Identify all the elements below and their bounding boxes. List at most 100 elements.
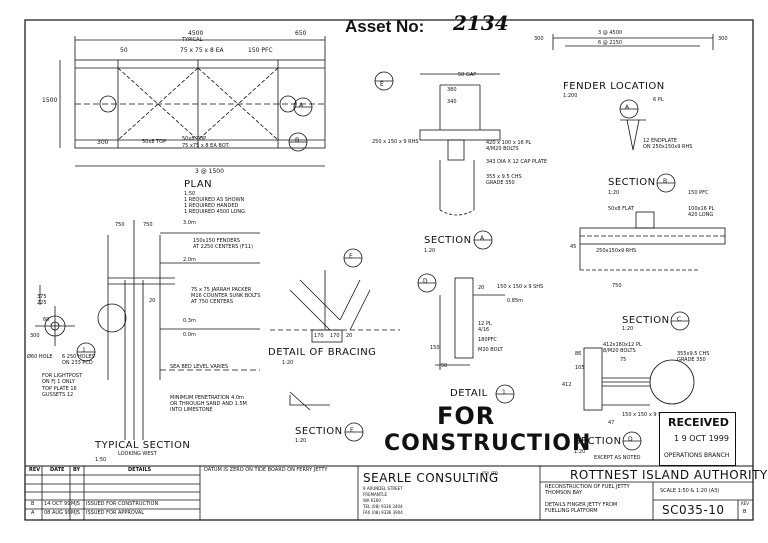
typical-03: 0.3m [183, 318, 196, 324]
typical-light3: TOP PLATE 16 [42, 386, 77, 392]
section-b-45: 45 [570, 244, 577, 250]
section-a-grade: GRADE 350 [486, 180, 515, 186]
received-branch: OPERATIONS BRANCH [664, 452, 730, 459]
plan-dim-1500: 1500 [42, 97, 58, 104]
tb-rev-a-details: ISSUED FOR APPROVAL [86, 510, 145, 516]
typical-light4: GUSSETS 12 [42, 392, 74, 398]
typical-light: FOR LIGHTPOST [42, 373, 83, 379]
section-c-chs: 355x9.5 CHS [677, 351, 710, 357]
asset-label: Asset No: [345, 17, 425, 36]
tb-rev-a: A [31, 510, 35, 516]
tb-drawing: DETAILS FINGER JETTY FROM [545, 502, 618, 508]
fender-marker-a: A [625, 104, 630, 111]
tb-firm-addr-5: FAX (08) 9336 3904 [363, 510, 403, 515]
tb-firm-suffix: PTY LTD [482, 471, 498, 476]
tb-rev-b-details: ISSUED FOR CONSTRUCTION [86, 501, 159, 507]
section-d2-note: EXCEPT AS NOTED [594, 455, 641, 461]
tb-rev-header: REV [29, 467, 41, 473]
stamp-construction: CONSTRUCTION [384, 431, 592, 456]
typical-light2: ON FJ 1 ONLY [42, 379, 75, 385]
plan-note-3: 1 REQUIRED 4500 LONG [184, 209, 246, 215]
typical-title: TYPICAL SECTION [95, 440, 191, 451]
plan-dim-top-sub: TYPICAL [182, 37, 203, 43]
section-d2-marker: D [628, 436, 633, 443]
received-stamp: RECEIVED 1 9 OCT 1999 OPERATIONS BRANCH [659, 412, 736, 466]
section-b-flat: 50x8 FLAT [608, 206, 634, 212]
tb-firm-addr-3: WA 6160 [363, 498, 381, 503]
section-b-scale: 1:20 [608, 190, 620, 196]
plan-dim-bottom: 3 @ 1500 [195, 168, 224, 175]
tb-rev-a-date: 08 AUG 99 [44, 510, 71, 516]
typical-hole: Ø60 HOLE [27, 354, 53, 360]
section-d-marker: D [423, 278, 428, 285]
fender-dim-300-left: 300 [534, 36, 544, 42]
section-e-scale: 1:20 [295, 438, 307, 444]
tb-drawing-number: SC035-10 [662, 503, 725, 517]
section-e-title: SECTION [295, 426, 343, 437]
plan-dim-300: 300 [97, 139, 109, 146]
section-c-bottom: 150 x 150 x 9 SHS [622, 412, 669, 418]
fender-pl: 6 PL [653, 97, 664, 103]
section-d2-title: SECTION [574, 436, 622, 447]
section-e-marker: E [350, 427, 354, 434]
plan-dim-right: 650 [295, 30, 307, 37]
bracing-title: DETAIL OF BRACING [268, 347, 377, 358]
detail-1-marker: 1 [502, 389, 506, 396]
typical-375: 375 [37, 294, 47, 300]
detail-1-title: DETAIL [450, 388, 488, 399]
section-d-shs: 150 x 150 x 9 SHS [497, 284, 544, 290]
section-d-150: 150 [430, 345, 440, 351]
section-b-750: 750 [612, 283, 622, 289]
plan-note-2: 1 REQUIRED HANDED [184, 203, 239, 209]
section-a-rhs: 250 x 150 x 9 RHS [372, 139, 419, 145]
section-c-bolts: 8/M20 BOLTS [603, 348, 636, 354]
tb-by-header: BY [73, 467, 81, 473]
section-c-86: 86 [575, 351, 582, 357]
tb-rev-b: B [31, 501, 35, 507]
tb-rev-a-by: MJS [71, 510, 80, 516]
typical-subtitle: LOOKING WEST [118, 451, 157, 457]
fender-title: FENDER LOCATION [563, 81, 665, 92]
typical-packer2: M16 COUNTER SUNK BOLTS [191, 293, 261, 299]
section-b-pl2: 420 LONG [688, 212, 714, 218]
fender-dim-top: 3 @ 4500 [598, 30, 623, 36]
section-c-105: 105 [575, 365, 585, 371]
bracing-dim-b: 170 [330, 333, 340, 339]
section-a-pl: 420 x 100 x 16 PL [486, 140, 532, 146]
tb-datum-note: DATUM IS ZERO ON TIDE BOARD ON FERRY JET… [204, 467, 328, 473]
tb-rev-b-date: 14 OCT 99 [44, 501, 71, 507]
typical-30: 3.0m [183, 220, 196, 226]
tb-details-header: DETAILS [128, 467, 152, 473]
section-a-bolts: 4/M20 BOLTS [486, 146, 519, 152]
section-a-gap: 50 GAP [458, 72, 477, 78]
typical-750b: 750 [143, 222, 153, 228]
typical-pen2: OR THROUGH SAND AND 1.5M [170, 401, 247, 407]
section-b-marker: B [663, 178, 668, 185]
tb-date-header: DATE [50, 467, 65, 473]
bracing-scale: 1:20 [282, 360, 294, 366]
tb-rev-b-by: MJS [71, 501, 80, 507]
section-d-50: 50 [441, 363, 448, 369]
section-a-cap: 343 DIA X 12 CAP PLATE [486, 159, 548, 165]
plan-label-ea: 75 x 75 x 8 EA [180, 47, 224, 54]
tb-drawing2: FUELLING PLATFORM [545, 508, 598, 514]
stamp-for: FOR [437, 402, 496, 430]
typical-pcd: ON 233 PCD [62, 360, 93, 366]
typical-scale: 1:50 [95, 457, 107, 463]
typical-225: 225 [37, 300, 47, 306]
typical-sea: SEA BED LEVEL VARIES [170, 364, 229, 370]
plan-scale: 1:50 [184, 191, 196, 197]
section-d2-scale: 1:20 [574, 449, 586, 455]
section-a-title: SECTION [424, 235, 472, 246]
fender-scale: 1:200 [563, 93, 578, 99]
tb-client: ROTTNEST ISLAND AUTHORITY [570, 468, 768, 482]
section-a-340: 340 [447, 99, 457, 105]
tb-scale: SCALE 1:50 & 1:20 (A3) [660, 488, 720, 494]
typical-pen3: INTO LIMESTONE [170, 407, 213, 413]
received-title: RECEIVED [668, 416, 729, 429]
fender-dim-mid: 6 @ 2150 [598, 40, 623, 46]
section-d-pl2: 4/16 [478, 327, 490, 333]
marker-a-plan: A [299, 102, 304, 109]
section-c-scale: 1:20 [622, 326, 634, 332]
bracing-marker: E [349, 253, 353, 260]
